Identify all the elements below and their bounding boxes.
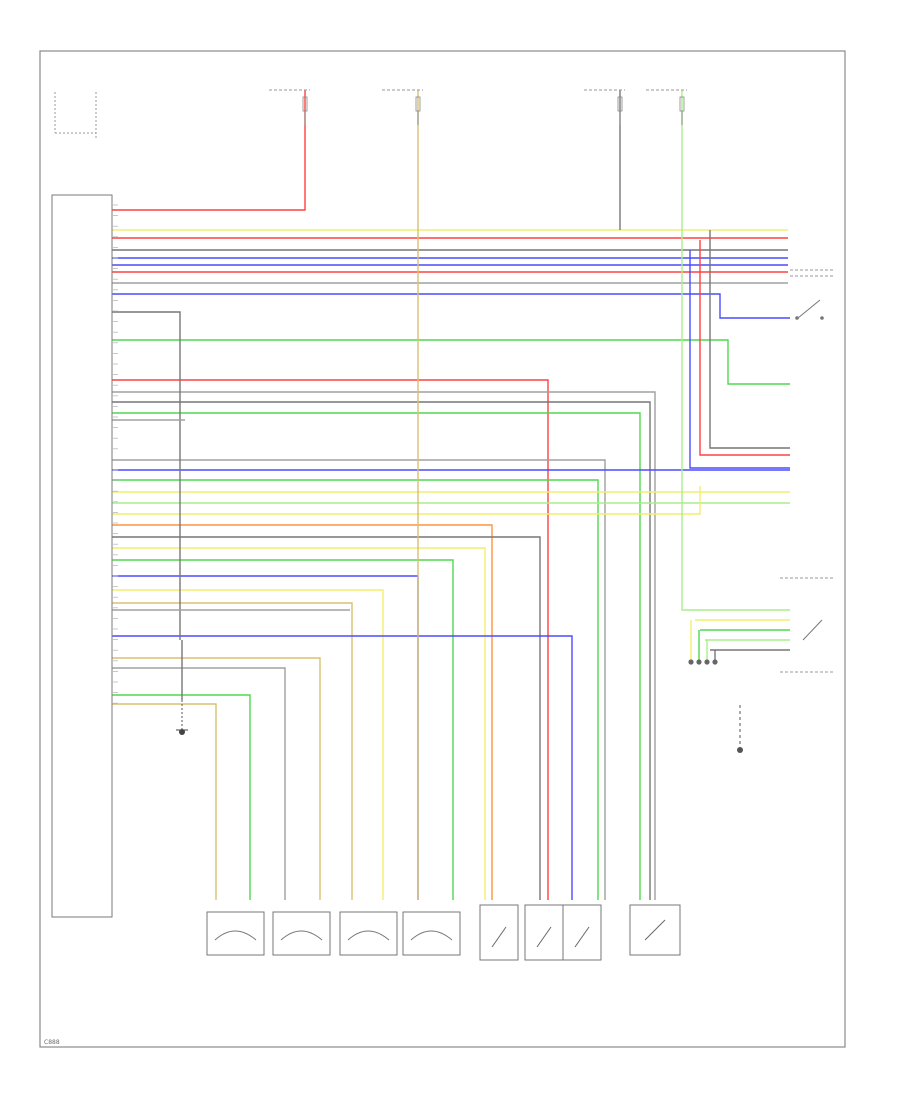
wire-bottom-1 <box>112 379 549 900</box>
wire-power-feed <box>112 90 306 211</box>
brake-switch-2 <box>524 904 564 961</box>
top-left-relay-block <box>54 92 97 138</box>
wire-bottom-10 <box>112 559 454 900</box>
wire-bottom-2 <box>112 391 656 900</box>
wire-right-loop-1 <box>699 240 790 456</box>
wire-bottom-16 <box>112 667 286 900</box>
brake-switch-3-contact <box>574 926 590 948</box>
wire-bottom-13 <box>112 602 353 900</box>
control-module <box>51 194 113 918</box>
wheel-sensor-2 <box>272 911 331 956</box>
right-switch-upper <box>790 269 835 320</box>
wire-bottom-14 <box>112 635 573 900</box>
right-switch-lower <box>780 577 835 673</box>
wire-fuse-4-drop <box>681 90 790 611</box>
wire-sensor-feed <box>112 339 790 385</box>
brake-switch-3 <box>562 904 602 961</box>
wire-bottom-5 <box>112 459 606 900</box>
wire-bottom-8 <box>112 536 541 900</box>
sensor-group <box>206 904 681 961</box>
brake-switch-2-contact <box>536 926 552 948</box>
wire-bottom-18 <box>112 703 217 900</box>
wire-bottom-4 <box>112 412 641 900</box>
wire-right-loop-2 <box>689 250 790 469</box>
wheel-sensor-3 <box>339 911 398 956</box>
wire-bottom-12 <box>112 589 384 900</box>
module-pin-ticks <box>113 204 118 704</box>
ground-symbol <box>176 700 188 735</box>
position-sensor-contact <box>644 919 666 941</box>
wheel-sensor-1 <box>206 911 265 956</box>
wire-right-loop-3 <box>709 230 790 449</box>
wire-bottom-7 <box>112 524 493 900</box>
wire-bottom-9 <box>112 547 486 900</box>
wire-switch-feed <box>112 293 790 319</box>
wire-bottom-11 <box>112 575 419 900</box>
wire-bottom-3 <box>112 401 651 900</box>
wheel-sensor-4-arc <box>410 930 453 941</box>
wheel-sensor-2-arc <box>280 930 323 941</box>
wire-bottom-6 <box>112 479 599 900</box>
wire-group <box>112 90 790 900</box>
diagram-frame <box>39 50 846 1048</box>
figure-id: C888 <box>44 1039 60 1046</box>
wheel-sensor-3-arc <box>347 930 390 941</box>
wire-ground-trunk <box>112 311 181 640</box>
brake-switch-1 <box>479 904 519 961</box>
brake-switch-1-contact <box>491 926 507 948</box>
wheel-sensor-4 <box>402 911 461 956</box>
wire-bottom-17 <box>112 694 251 900</box>
wheel-sensor-1-arc <box>214 930 257 941</box>
fuse-group <box>269 89 687 125</box>
right-connector-lower <box>688 659 743 753</box>
wire-bus-11 <box>112 486 701 515</box>
